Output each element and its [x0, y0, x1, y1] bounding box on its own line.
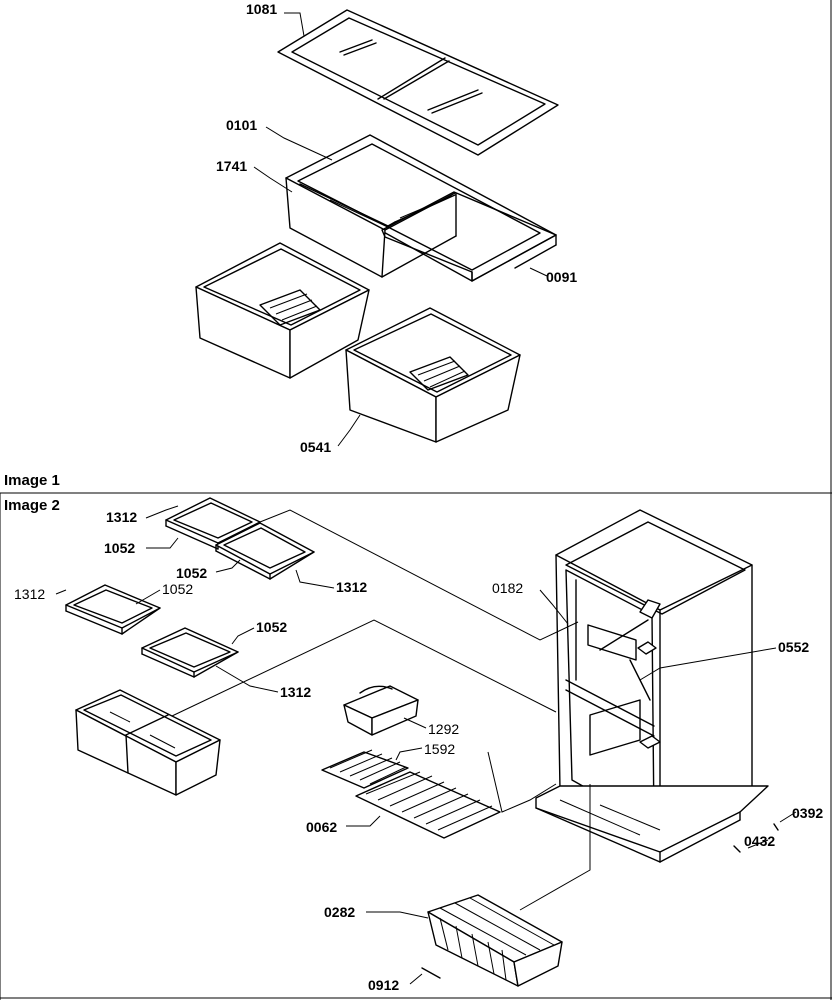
part-label-0432: 0432 [744, 833, 775, 849]
leader-lines-image2 [55, 505, 797, 985]
crisper-drawer-left [195, 242, 370, 379]
door-shelf-middle [141, 627, 239, 678]
wire-shelf-small [321, 749, 409, 789]
part-label-1052-small: 1052 [162, 581, 193, 597]
caption-image-2: Image 2 [4, 497, 60, 514]
part-label-0182: 0182 [492, 580, 523, 596]
part-label-1592: 1592 [424, 741, 455, 757]
part-label-0101: 0101 [226, 117, 257, 133]
wire-shelf-large [355, 771, 501, 839]
glass-shelf [277, 9, 559, 156]
part-label-1741: 1741 [216, 158, 247, 174]
door-shelf-small [65, 584, 161, 635]
part-label-0912: 0912 [368, 977, 399, 993]
part-label-1292: 1292 [428, 721, 459, 737]
part-label-1052-lower: 1052 [256, 619, 287, 635]
ice-bin [343, 685, 419, 736]
part-label-1052-top: 1052 [104, 540, 135, 556]
crisper-drawer-right [345, 307, 521, 443]
leader-lines-image1 [253, 12, 548, 447]
door-shelf-upper [165, 497, 315, 580]
freezer-basket [427, 894, 563, 987]
cabinet-base [535, 785, 769, 863]
part-label-1312-right: 1312 [336, 579, 367, 595]
part-label-0552: 0552 [778, 639, 809, 655]
part-label-1081: 1081 [246, 1, 277, 17]
part-label-1312-lower: 1312 [280, 684, 311, 700]
part-label-0392: 0392 [792, 805, 823, 821]
part-label-1052-mid: 1052 [176, 565, 207, 581]
crisper-cover-frame [285, 134, 557, 282]
part-label-0062: 0062 [306, 819, 337, 835]
screws [421, 823, 779, 979]
part-label-0091: 0091 [546, 269, 577, 285]
freezer-bin [75, 689, 221, 796]
part-label-1312-left: 1312 [14, 586, 45, 602]
caption-image-1: Image 1 [4, 472, 60, 489]
part-label-1312-top: 1312 [106, 509, 137, 525]
part-label-0282: 0282 [324, 904, 355, 920]
part-label-0541: 0541 [300, 439, 331, 455]
